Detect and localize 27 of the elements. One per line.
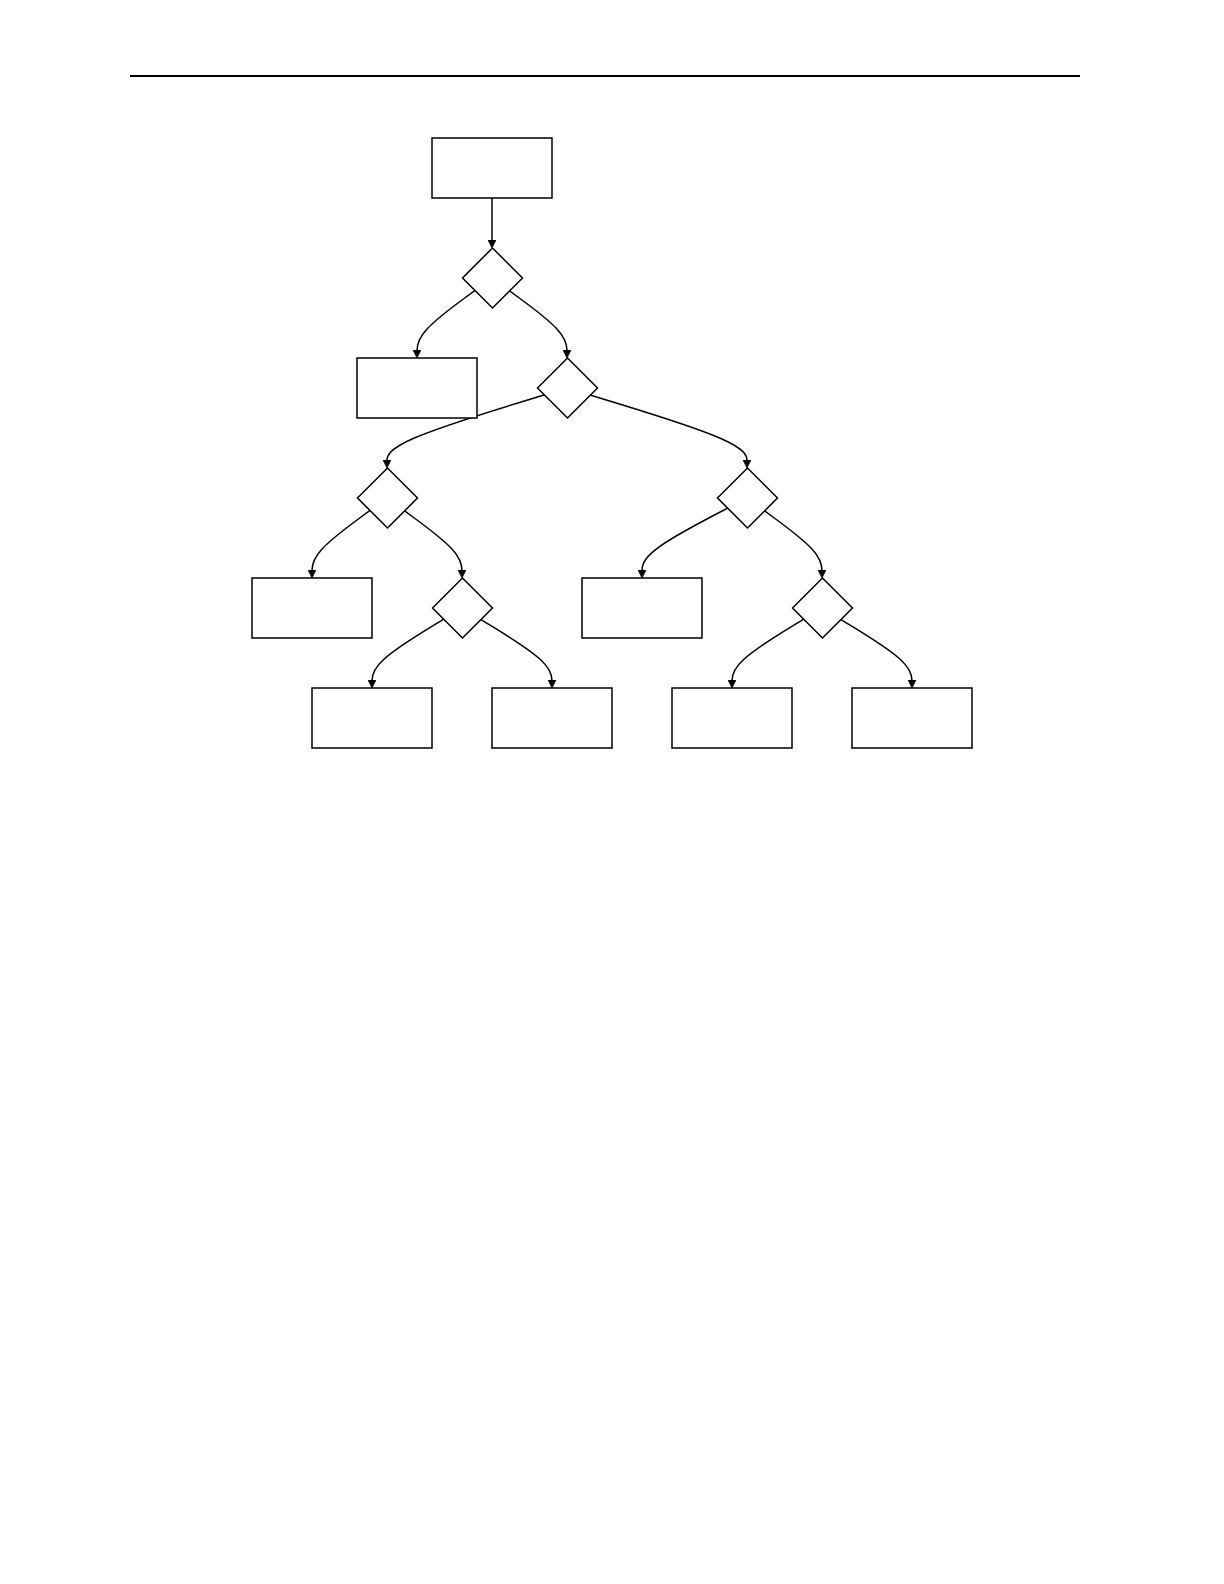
- arrow: [589, 394, 752, 469]
- arrow: [763, 509, 827, 579]
- node-box: [431, 137, 553, 199]
- arrow: [367, 618, 445, 689]
- node-diamond: [431, 576, 494, 640]
- arrow: [508, 289, 572, 359]
- node-diamond: [356, 466, 419, 530]
- node-box: [251, 577, 373, 639]
- node-box: [581, 577, 703, 639]
- node-diamond: [536, 356, 599, 420]
- arrow: [307, 509, 371, 579]
- arrow: [403, 509, 467, 579]
- arrow: [487, 197, 497, 249]
- arrow: [412, 289, 476, 359]
- node-diamond: [791, 576, 854, 640]
- node-box: [356, 357, 478, 419]
- arrow: [727, 618, 805, 689]
- node-box: [491, 687, 613, 749]
- node-diamond: [461, 246, 524, 310]
- node-box: [311, 687, 433, 749]
- node-box: [671, 687, 793, 749]
- arrow: [637, 507, 729, 579]
- arrow: [479, 618, 557, 689]
- node-box: [851, 687, 973, 749]
- arrow: [839, 618, 917, 689]
- arrow: [382, 394, 545, 469]
- node-diamond: [716, 466, 779, 530]
